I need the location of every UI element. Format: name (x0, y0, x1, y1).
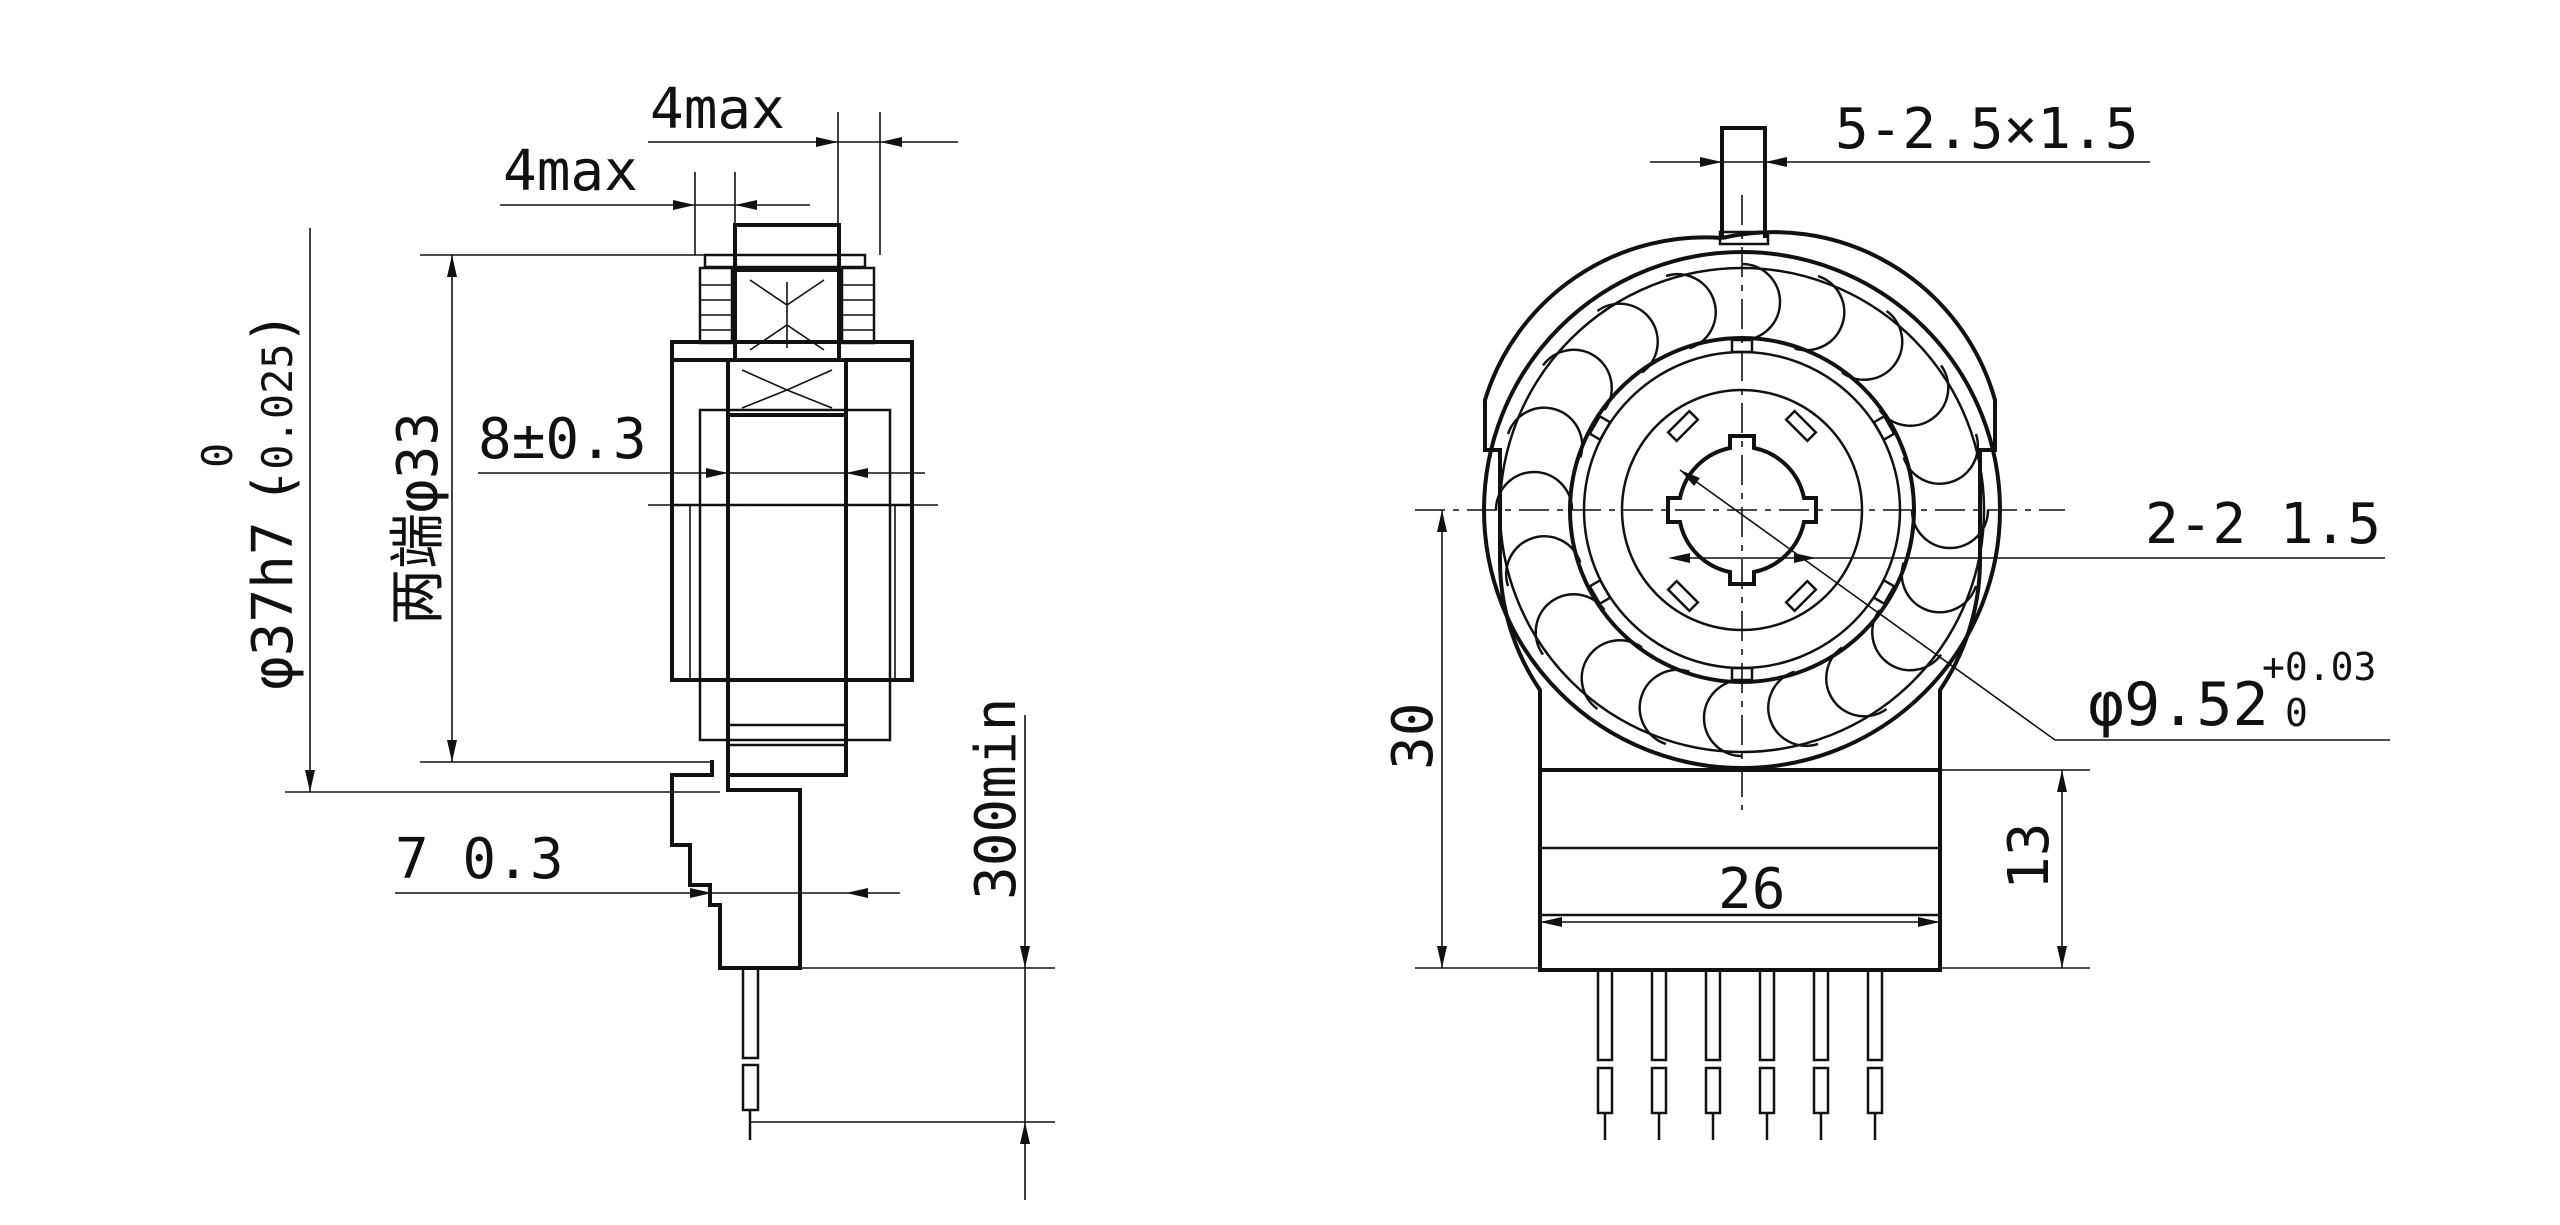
dim-outer-tol-lower: -0.025 (253, 343, 302, 495)
front-view: 5-2.5×1.5 2-2 1.5 φ9.52 +0.03 0 30 13 26 (1381, 97, 2390, 1140)
dim-slot: 5-2.5×1.5 (1835, 97, 2138, 162)
dim-outer-tol-paren-open: ( (241, 471, 306, 505)
dim-13: 13 (1997, 823, 2062, 890)
dim-end-diameter: 两端φ33 (386, 412, 451, 625)
terminal-pins (1596, 968, 1884, 1140)
dim-300: 300min (964, 698, 1029, 900)
dim-outer-tol-paren-close: ) (241, 311, 306, 345)
dim-shaft-tol-lower: 0 (2285, 691, 2308, 735)
dim-7: 7 0.3 (395, 827, 564, 892)
dim-2-2: 2-2 1.5 (2145, 492, 2381, 557)
dim-26: 26 (1718, 857, 1785, 922)
dim-shaft-tol-upper: +0.03 (2262, 645, 2376, 689)
dim-8: 8±0.3 (478, 407, 647, 472)
side-view: 4max 4max 8±0.3 两端φ33 φ37h7 0 -0.025 ( ) (193, 77, 1055, 1200)
dim-4max-inner: 4max (503, 139, 638, 204)
dim-shaft-diameter: φ9.52 (2088, 670, 2269, 740)
dim-30: 30 (1381, 703, 1446, 770)
brush-ring (1494, 262, 1990, 758)
dim-outer-diameter: φ37h7 (241, 521, 306, 690)
dim-4max-top: 4max (650, 77, 785, 142)
dim-outer-tol-upper: 0 (193, 443, 242, 468)
